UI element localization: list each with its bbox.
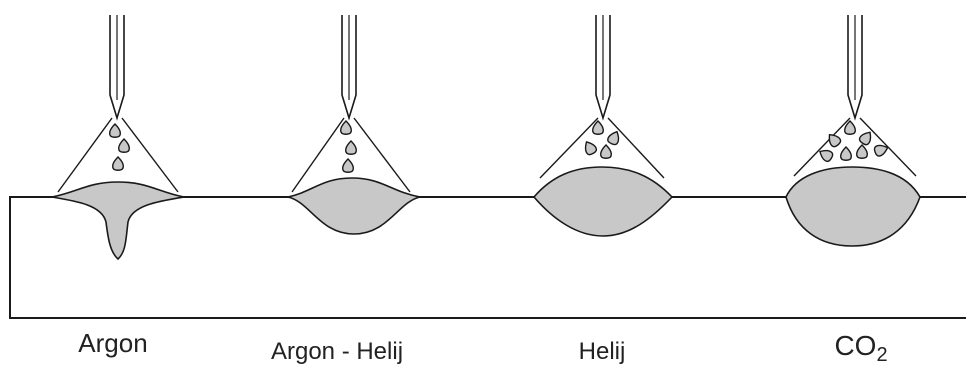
helium-weld-group: [532, 15, 674, 237]
argon-label: Argon: [78, 328, 148, 358]
co2-label-subscript: 2: [876, 344, 888, 366]
helium-arc-cone-left: [539, 117, 599, 179]
argon-weld-pool: [51, 181, 185, 261]
co2-label: CO2: [834, 330, 887, 367]
argon-arc-cone-left: [57, 117, 113, 193]
co2-label-main: CO: [834, 330, 877, 361]
co2-droplets: [816, 120, 891, 164]
argon-helium-label: Argon - Helij: [270, 338, 404, 365]
helium-arc-cone-right: [607, 117, 665, 179]
argon-helium-arc-cone-left: [291, 117, 345, 193]
argon-droplets: [109, 123, 130, 171]
co2-weld-group: [785, 15, 921, 247]
argon-helium-weld-group: [287, 15, 421, 235]
co2-weld-pool: [785, 166, 921, 247]
argon-helium-weld-pool: [287, 177, 421, 235]
co2-arc-cone-left: [793, 117, 851, 177]
argon-weld-group: [51, 15, 185, 261]
argon-helium-arc-cone-right: [353, 117, 411, 193]
helium-label: Helij: [578, 338, 626, 365]
co2-arc-cone-right: [859, 117, 917, 177]
helium-weld-pool: [532, 166, 674, 237]
argon-arc-cone-right: [121, 117, 179, 193]
argon-helium-droplets: [340, 120, 357, 173]
base-metal-plate: [9, 196, 966, 319]
